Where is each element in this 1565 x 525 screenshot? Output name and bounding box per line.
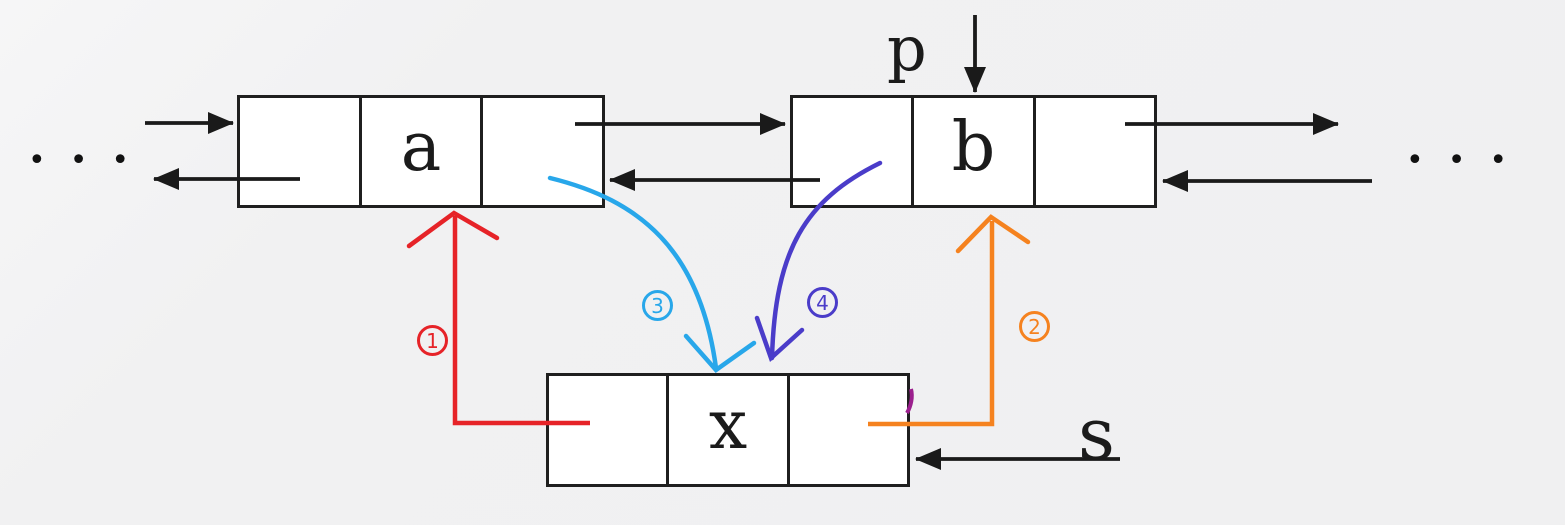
step-3-arrowhead (683, 333, 757, 374)
step-2-number: 2 (1028, 314, 1041, 339)
ellipsis-right: ••• (1406, 143, 1532, 178)
node-a-data-cell: a (362, 98, 484, 205)
step-1-arrowhead (406, 210, 500, 249)
node-x-data-cell: x (669, 376, 790, 484)
step-3-badge: 3 (642, 290, 673, 321)
node-b-data-cell: b (914, 98, 1036, 205)
step-2-badge: 2 (1019, 311, 1050, 342)
ellipsis-left: ••• (28, 143, 154, 178)
node-x-prior-cell (549, 376, 670, 484)
step-4-badge: 4 (807, 287, 838, 318)
step-4-number: 4 (816, 290, 829, 315)
node-b-label: b (951, 107, 996, 187)
step-2-arrow-x-next-to-b (868, 221, 995, 427)
pointer-p-label: p (887, 12, 927, 85)
node-x: x (546, 373, 910, 487)
step-2-arrowhead (955, 214, 1031, 254)
node-b: b (790, 95, 1157, 208)
step-3-number: 3 (651, 293, 664, 318)
step-1-badge: 1 (417, 325, 448, 356)
node-a-prior-cell (240, 98, 362, 205)
stray-mark (905, 388, 914, 414)
step-3-arrow-a-next-to-x (547, 175, 719, 371)
step-1-arrow-x-prior-to-a (452, 216, 590, 426)
node-a: a (237, 95, 605, 208)
node-x-label: x (708, 386, 748, 465)
step-4-arrowhead (754, 315, 805, 362)
step-1-number: 1 (426, 328, 439, 353)
node-b-prior-cell (793, 98, 915, 205)
node-a-label: a (400, 107, 442, 187)
step-4-arrow-b-prior-to-x (769, 160, 883, 361)
